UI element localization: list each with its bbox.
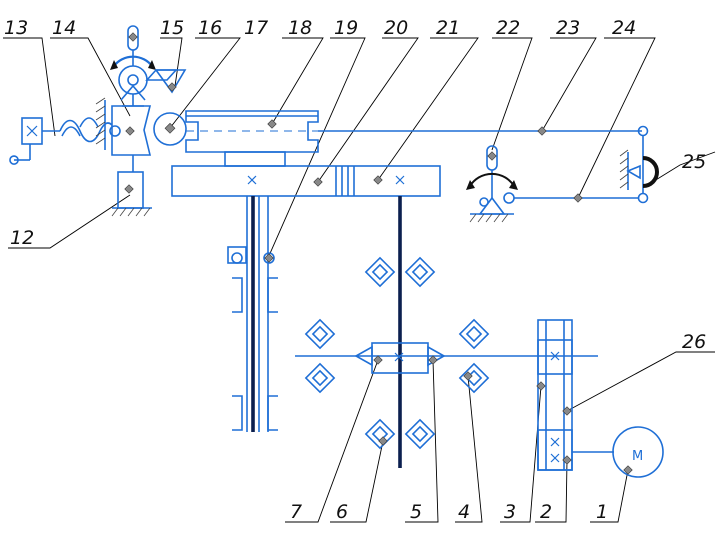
- label-23: 23: [556, 17, 580, 39]
- label-17: 17: [244, 17, 268, 39]
- label-4: 4: [458, 501, 470, 523]
- gear-train: [295, 256, 598, 450]
- label-22: 22: [496, 17, 520, 39]
- label-13: 13: [4, 17, 28, 39]
- label-7: 7: [290, 501, 302, 523]
- label-16: 16: [198, 17, 222, 39]
- table-assembly: [171, 110, 642, 197]
- vertical-shafts: [227, 196, 402, 468]
- label-26: 26: [682, 331, 706, 353]
- belt-drive: M: [536, 319, 664, 478]
- label-5: 5: [410, 501, 422, 523]
- leader-lines: [3, 37, 716, 523]
- label-14: 14: [52, 17, 76, 39]
- label-12: 12: [10, 227, 34, 249]
- label-6: 6: [336, 501, 348, 523]
- label-19: 19: [334, 17, 358, 39]
- label-25: 25: [682, 151, 706, 173]
- worm-mechanism: [9, 25, 187, 217]
- label-15: 15: [160, 17, 184, 39]
- label-3: 3: [504, 501, 516, 523]
- label-2: 2: [540, 501, 552, 523]
- motor-symbol: M: [632, 449, 643, 464]
- number-labels: 13 14 15 16 17 18 19 20 21 22 23 24 25 1…: [4, 17, 706, 523]
- label-18: 18: [288, 17, 312, 39]
- label-24: 24: [612, 17, 636, 39]
- label-1: 1: [596, 501, 608, 523]
- label-21: 21: [436, 17, 460, 39]
- right-linkage: [466, 125, 659, 223]
- label-20: 20: [384, 17, 408, 39]
